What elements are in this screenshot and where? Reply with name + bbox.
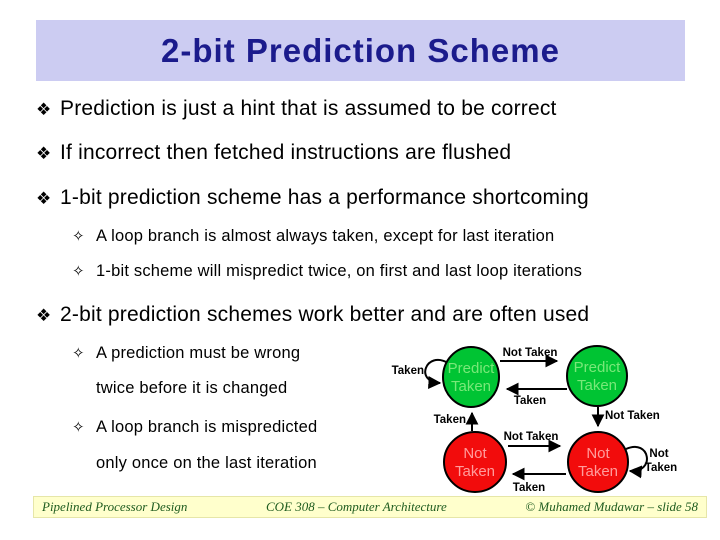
edge-label-taken-up: Taken [434,414,466,426]
sub-bullet-text: A loop branch is almost always taken, ex… [96,227,555,245]
state-label: Predict [448,360,496,377]
state-label: Not [586,445,610,462]
state-label: Predict [574,359,622,376]
self-loop-arrow-predict-taken [424,358,449,390]
edge-label-not-taken-down: Not Taken [605,410,660,422]
diamond-bullet-icon: ❖ [36,306,52,325]
sub-bullet-continuation: only once on the last iteration [96,454,317,473]
sub-bullet-text: only once on the last iteration [96,454,317,472]
bullet-item: ❖ Prediction is just a hint that is assum… [36,97,557,121]
state-circle [442,346,500,408]
state-label: Taken [578,463,618,480]
edge-label-taken-self-loop: Taken [392,365,424,377]
sub-bullet-text: A prediction must be wrong [96,344,301,362]
state-label: Taken [577,377,617,394]
title-bar: 2-bit Prediction Scheme [36,20,685,81]
edge-label-taken-top-return: Taken [514,395,546,407]
state-node-predict-taken-strong: Predict Taken [442,346,500,408]
bullet-text: 2-bit prediction schemes work better and… [60,303,590,326]
edge-label-not-taken-top: Not Taken [503,347,558,359]
footer-bar: Pipelined Processor Design COE 308 – Com… [33,496,707,518]
sub-bullet-item: ✧ 1-bit scheme will mispredict twice, on … [72,262,582,281]
self-loop-arrow-not-taken [625,445,648,479]
state-node-not-taken-weak: Not Taken [443,431,507,493]
state-label: Not [463,445,487,462]
state-circle [567,431,629,493]
edge-label-taken-bottom-return: Taken [513,482,545,494]
sub-bullet-text: twice before it is changed [96,379,288,397]
footer-author-slide-number: © Muhamed Mudawar – slide 58 [525,499,698,514]
diamond-bullet-icon: ❖ [36,100,52,119]
sub-bullet-text: 1-bit scheme will mispredict twice, on f… [96,262,583,280]
bullet-text: Prediction is just a hint that is assume… [60,97,557,120]
sub-bullet-text: A loop branch is mispredicted [96,418,318,436]
page-title: 2-bit Prediction Scheme [161,31,560,69]
state-label: Taken [451,378,491,395]
edge-label-not-taken-self-loop: Taken [645,462,677,474]
sub-bullet-item: ✧ A prediction must be wrong [72,344,300,363]
star-bullet-icon: ✧ [72,228,85,245]
bullet-item: ❖ If incorrect then fetched instructions … [36,141,511,165]
edge-label-not-taken-bottom: Not Taken [504,431,559,443]
bullet-item: ❖ 2-bit prediction schemes work better an… [36,303,589,327]
state-node-not-taken-strong: Not Taken [567,431,629,493]
footer-course-design: Pipelined Processor Design [42,499,188,514]
diamond-bullet-icon: ❖ [36,189,52,208]
star-bullet-icon: ✧ [72,419,85,436]
state-circle [566,345,628,407]
state-label: Taken [455,463,495,480]
bullet-text: 1-bit prediction scheme has a performanc… [60,186,589,209]
footer-course-title: COE 308 – Computer Architecture [265,499,447,514]
sub-bullet-item: ✧ A loop branch is mispredicted [72,418,317,437]
bullet-text: If incorrect then fetched instructions a… [60,141,512,164]
sub-bullet-continuation: twice before it is changed [96,379,287,398]
star-bullet-icon: ✧ [72,263,85,280]
edge-label-not-taken-self-loop: Not [649,448,668,460]
diamond-bullet-icon: ❖ [36,144,52,163]
state-circle [443,431,507,493]
star-bullet-icon: ✧ [72,345,85,362]
sub-bullet-item: ✧ A loop branch is almost always taken, e… [72,227,554,246]
bullet-item: ❖ 1-bit prediction scheme has a performan… [36,186,589,210]
state-node-predict-taken-weak: Predict Taken [566,345,628,407]
